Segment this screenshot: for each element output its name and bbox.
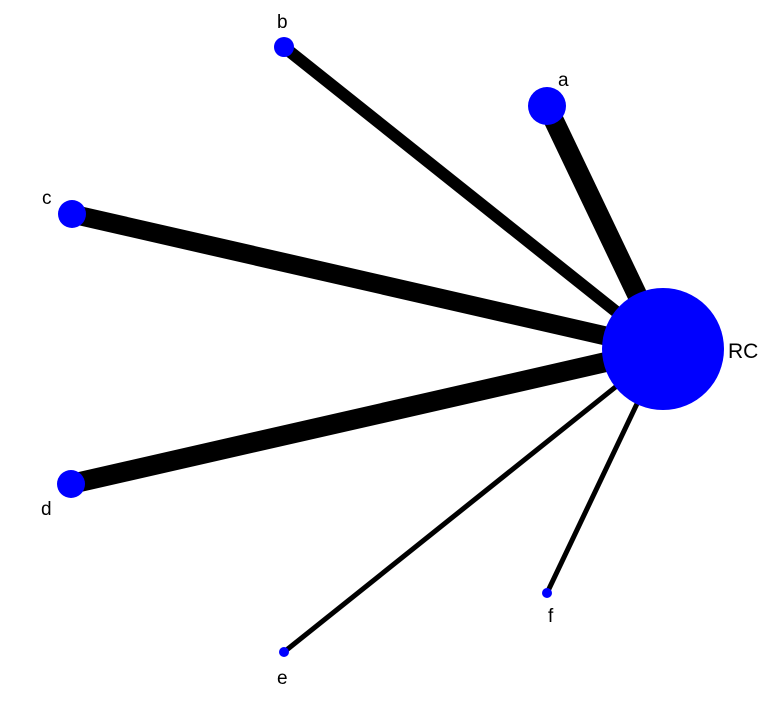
node-d [57, 470, 85, 498]
label-d: d [41, 499, 52, 520]
node-a [528, 87, 566, 125]
node-rc [602, 288, 724, 410]
label-e: e [277, 668, 288, 689]
network-nodes [57, 37, 724, 657]
node-c [58, 200, 86, 228]
edge-rc-d [68, 339, 666, 494]
label-c: c [42, 188, 52, 209]
label-a: a [558, 70, 569, 91]
node-f [542, 588, 552, 598]
edge-rc-c [69, 204, 666, 359]
node-b [274, 37, 294, 57]
network-edges [68, 42, 673, 654]
label-rc: RC [728, 340, 758, 363]
label-b: b [277, 12, 288, 33]
node-labels: RC a b c d e f [41, 12, 758, 689]
edge-rc-b [280, 42, 667, 354]
node-e [279, 647, 289, 657]
label-f: f [548, 606, 554, 627]
edge-rc-e [282, 347, 665, 654]
